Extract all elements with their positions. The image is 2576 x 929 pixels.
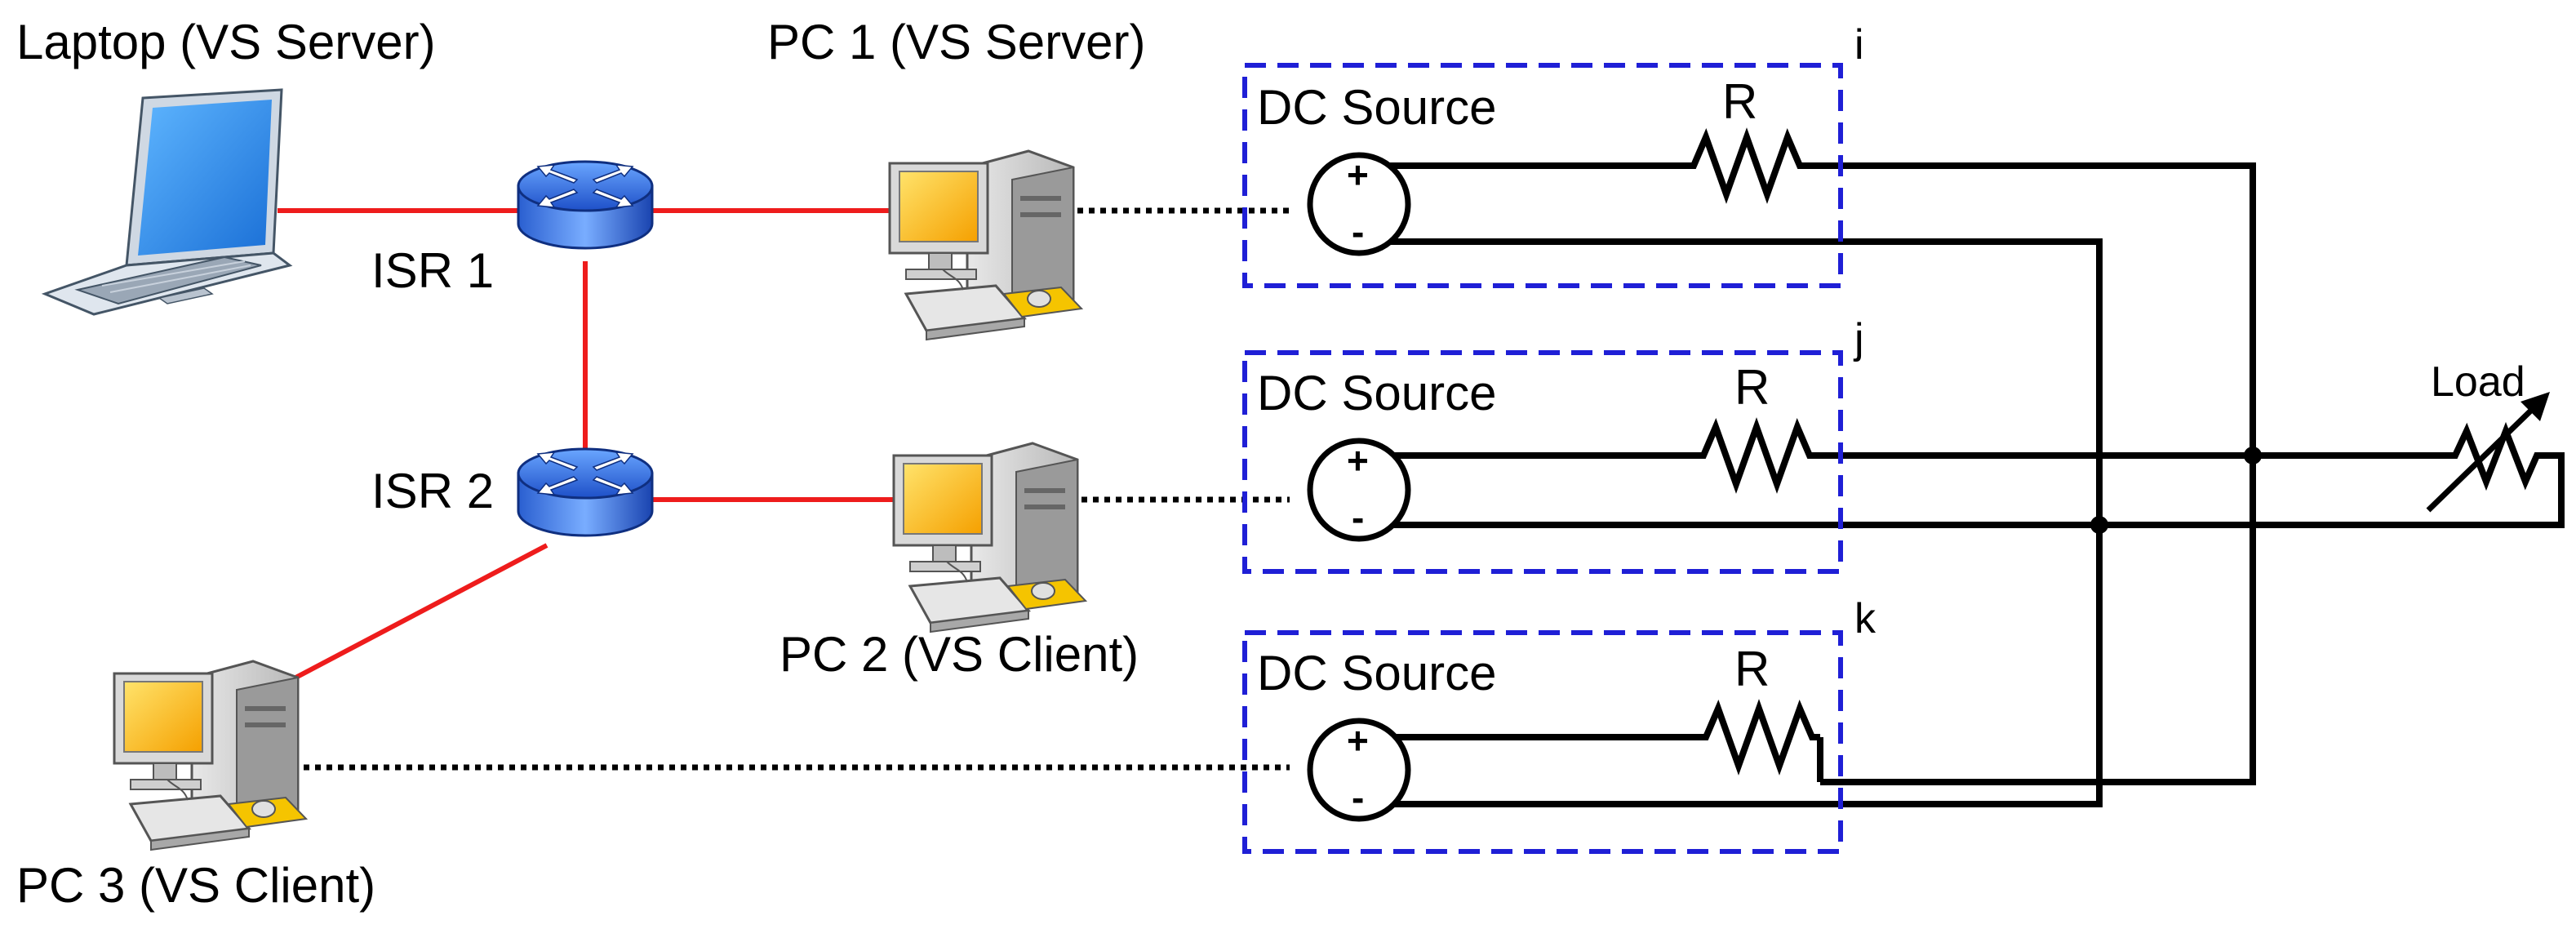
desktop-pc-icon: [113, 660, 308, 851]
dc-source-title: DC Source: [1257, 80, 1496, 135]
wire-j-negative: [1363, 452, 2565, 528]
router-icon: [517, 447, 654, 537]
dc-source-title: DC Source: [1257, 646, 1496, 700]
resistor-symbol: [1683, 417, 1822, 494]
dc-voltage-source-symbol: [1307, 718, 1411, 822]
junction-dot: [2090, 516, 2108, 534]
source-plus: +: [1347, 153, 1369, 196]
source-minus: -: [1352, 496, 1364, 539]
pc2-label: PC 2 (VS Client): [779, 627, 1139, 682]
source-plus: +: [1347, 439, 1369, 482]
dc-source-module-j: [1242, 350, 1843, 574]
variable-resistor-symbol: [2441, 421, 2547, 491]
desktop-pc-icon: [888, 149, 1083, 341]
module-tag: k: [1854, 595, 1876, 642]
load-label: Load: [2431, 358, 2525, 406]
source-minus: -: [1352, 211, 1364, 253]
dc-source-module-i: [1242, 63, 1843, 288]
resistor-label: R: [1734, 642, 1770, 696]
laptop-icon: [43, 88, 291, 316]
isr1-label: ISR 1: [371, 243, 494, 298]
dc-source-module-k: [1242, 630, 1843, 854]
module-tag: i: [1854, 21, 1864, 69]
desktop-pc-icon: [892, 442, 1087, 633]
resistor-label: R: [1722, 74, 1757, 129]
dc-voltage-source-symbol: [1307, 152, 1411, 256]
junction-dot: [2244, 447, 2262, 464]
resistor-symbol: [1690, 699, 1820, 776]
wire-i-positive: [1359, 162, 2256, 785]
load-arrow: [2426, 399, 2543, 513]
dc-source-title: DC Source: [1257, 366, 1496, 420]
dc-voltage-source-symbol: [1307, 438, 1411, 542]
isr2-label: ISR 2: [371, 464, 494, 518]
pc1-label: PC 1 (VS Server): [767, 15, 1145, 69]
resistor-symbol: [1673, 127, 1812, 204]
pc3-label: PC 3 (VS Client): [16, 858, 375, 913]
load-arrowhead: [2520, 392, 2550, 421]
source-minus: -: [1352, 776, 1364, 819]
router-icon: [517, 160, 654, 250]
laptop-label: Laptop (VS Server): [16, 15, 436, 69]
resistor-label: R: [1734, 360, 1770, 415]
source-plus: +: [1347, 719, 1369, 762]
module-tag: j: [1853, 315, 1864, 362]
